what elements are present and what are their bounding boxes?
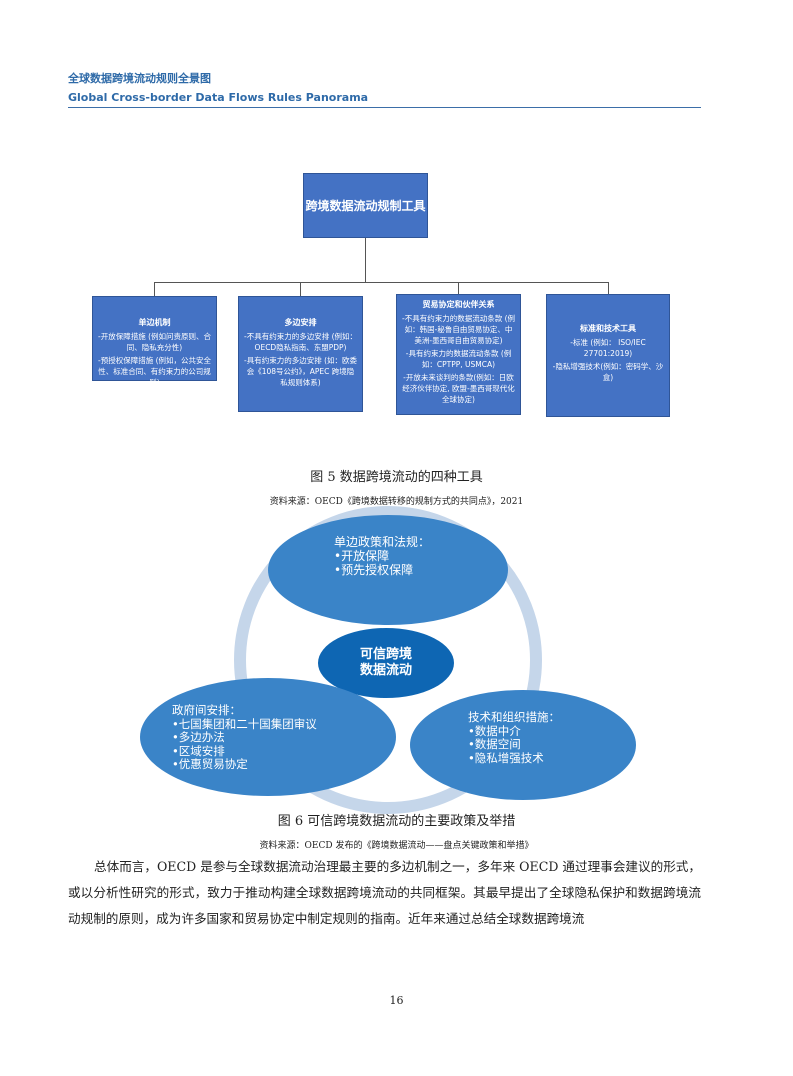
bubble-title: 政府间安排： [172, 703, 241, 717]
connector [458, 282, 459, 294]
box-line: -预授权保障措施 (例如，公共安全性、标准合同、有约束力的公司规则) [98, 356, 212, 387]
bubble-title: 单边政策和法规： [334, 535, 431, 549]
box-line: -具有约束力的数据流动条款 (例如：CPTPP, USMCA) [405, 349, 512, 369]
box-line: -开放保障措施 (例如问责原则、合同、隐私充分性) [98, 332, 212, 352]
box-line: -不具有约束力的多边安排 (例如：OECD隐私指南、东盟PDP) [244, 332, 358, 352]
bubble-item: •预先授权保障 [334, 563, 414, 577]
bubble-item: •隐私增强技术 [468, 750, 544, 765]
fig5-source: 资料来源：OECD《跨境数据转移的规制方式的共同点》，2021 [269, 497, 524, 507]
fig5-box-trade: 贸易协定和伙伴关系 -不具有约束力的数据流动条款 (例如：韩国-秘鲁自由贸易协定… [396, 294, 521, 415]
bubble-item: •多边办法 [172, 730, 225, 744]
bubble-item: •开放保障 [334, 549, 390, 563]
fig5-box-unilateral: 单边机制 -开放保障措施 (例如问责原则、合同、隐私充分性) -预授权保障措施 … [92, 296, 217, 387]
bubble-item: •区域安排 [172, 743, 225, 758]
box-title: 贸易协定和伙伴关系 [422, 300, 495, 309]
fig6-source: 资料来源：OECD 发布的《跨境数据流动——盘点关键政策和举措》 [259, 841, 534, 851]
box-line: -具有约束力的多边安排 (如：欧委会《108号公约》，APEC 跨境隐私规则体系… [244, 356, 358, 387]
fig6-bubble-right: 技术和组织措施： •数据中介 •数据空间 •隐私增强技术 [410, 690, 636, 800]
connector [154, 282, 609, 283]
running-title-cn: 全球数据跨境流动规则全景图 [68, 72, 211, 85]
bubble-item: •数据中介 [468, 723, 521, 738]
bubble-title: 技术和组织措施： [468, 710, 560, 724]
fig6-center-bubble: 可信跨境 数据流动 [318, 628, 454, 698]
fig5-caption: 图 5 数据跨境流动的四种工具 [310, 470, 483, 485]
fig5-box-standards: 标准和技术工具 -标准 (例如： ISO/IEC 27701:2019) -隐私… [546, 294, 670, 417]
center-label: 可信跨境 数据流动 [359, 647, 412, 678]
connector [365, 238, 366, 282]
fig5-root-node: 跨境数据流动规制工具 [303, 173, 428, 238]
fig6-caption: 图 6 可信跨境数据流动的主要政策及举措 [277, 814, 516, 829]
fig6-bubble-left: 政府间安排： •七国集团和二十国集团审议 •多边办法 •区域安排 •优惠贸易协定 [140, 678, 396, 796]
box-title: 单边机制 [138, 318, 171, 327]
connector [154, 282, 155, 296]
running-title-en: Global Cross-border Data Flows Rules Pan… [68, 91, 369, 104]
connector [300, 282, 301, 296]
box-title: 多边安排 [284, 318, 317, 327]
fig5-box-multilateral: 多边安排 -不具有约束力的多边安排 (例如：OECD隐私指南、东盟PDP) -具… [238, 296, 363, 412]
page-number: 16 [389, 994, 404, 1007]
box-title: 标准和技术工具 [580, 324, 636, 333]
box-line: -不具有约束力的数据流动条款 (例如：韩国-秘鲁自由贸易协定、中美洲-墨西哥自由… [402, 314, 516, 345]
box-line: -隐私增强技术(例如：密码学、沙盒) [552, 362, 664, 382]
fig6-bubble-top: 单边政策和法规： •开放保障 •预先授权保障 [268, 515, 508, 625]
header-rule [68, 107, 701, 108]
bubble-item: •优惠贸易协定 [172, 757, 248, 771]
bubble-item: •数据空间 [468, 737, 521, 751]
box-line: -开放未来谈判的条款(例如：日欧经济伙伴协定, 欧盟-墨西哥现代化全球协定) [402, 373, 515, 404]
bubble-item: •七国集团和二十国集团审议 [172, 716, 317, 731]
connector [608, 282, 609, 294]
box-line: -标准 (例如： ISO/IEC 27701:2019) [570, 338, 646, 358]
body-paragraph: 总体而言，OECD 是参与全球数据流动治理最主要的多边机制之一，多年来 OECD… [68, 859, 701, 926]
